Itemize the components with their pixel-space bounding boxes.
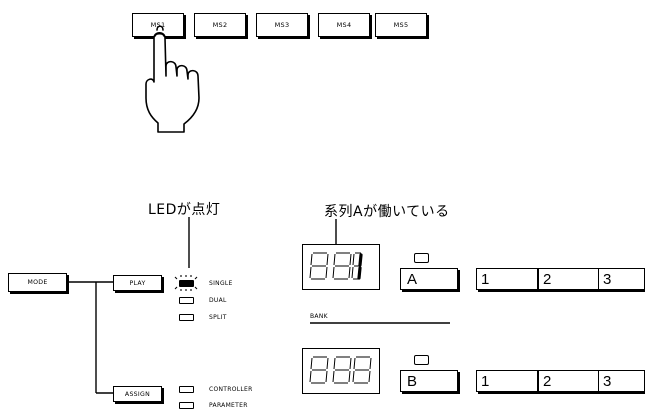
bank-b-led: [414, 355, 429, 365]
bank-b-display: [302, 348, 380, 394]
single-label: SINGLE: [209, 280, 233, 287]
bank-b-number-1-button[interactable]: 1: [476, 370, 538, 392]
ms4-button[interactable]: MS4: [318, 13, 370, 37]
split-label: SPLIT: [209, 314, 227, 321]
ms2-button[interactable]: MS2: [194, 13, 246, 37]
bank-a-led: [414, 253, 429, 263]
controller-label: CONTROLLER: [209, 386, 253, 393]
bank-b-number-2-button[interactable]: 2: [538, 370, 600, 392]
pressing-hand-icon: [145, 25, 200, 133]
split-led: [179, 314, 194, 321]
seven-segment-digits-b: [309, 356, 372, 384]
system-active-annotation: 系列Aが働いている: [324, 204, 450, 220]
bank-a-number-1-button[interactable]: 1: [476, 268, 538, 290]
led-lit-annotation: LEDが点灯: [148, 202, 221, 218]
bank-a-number-3-button[interactable]: 3: [598, 268, 645, 290]
dual-led: [179, 297, 194, 304]
single-led: [179, 280, 194, 287]
bank-a-letter-button[interactable]: A: [400, 268, 458, 290]
ms3-button[interactable]: MS3: [256, 13, 308, 37]
controller-led: [179, 386, 194, 393]
dual-label: DUAL: [209, 297, 227, 304]
bank-a-number-2-button[interactable]: 2: [538, 268, 600, 290]
mode-button[interactable]: MODE: [8, 273, 67, 292]
bank-b-letter-button[interactable]: B: [400, 370, 458, 392]
bank-a-display: [302, 244, 380, 290]
play-button[interactable]: PLAY: [113, 275, 162, 291]
seven-segment-digits-a: [309, 252, 363, 280]
ms5-button[interactable]: MS5: [375, 13, 427, 37]
bank-label: BANK: [310, 313, 328, 320]
bank-b-number-3-button[interactable]: 3: [598, 370, 645, 392]
assign-button[interactable]: ASSIGN: [113, 386, 162, 402]
parameter-label: PARAMETER: [209, 402, 248, 409]
